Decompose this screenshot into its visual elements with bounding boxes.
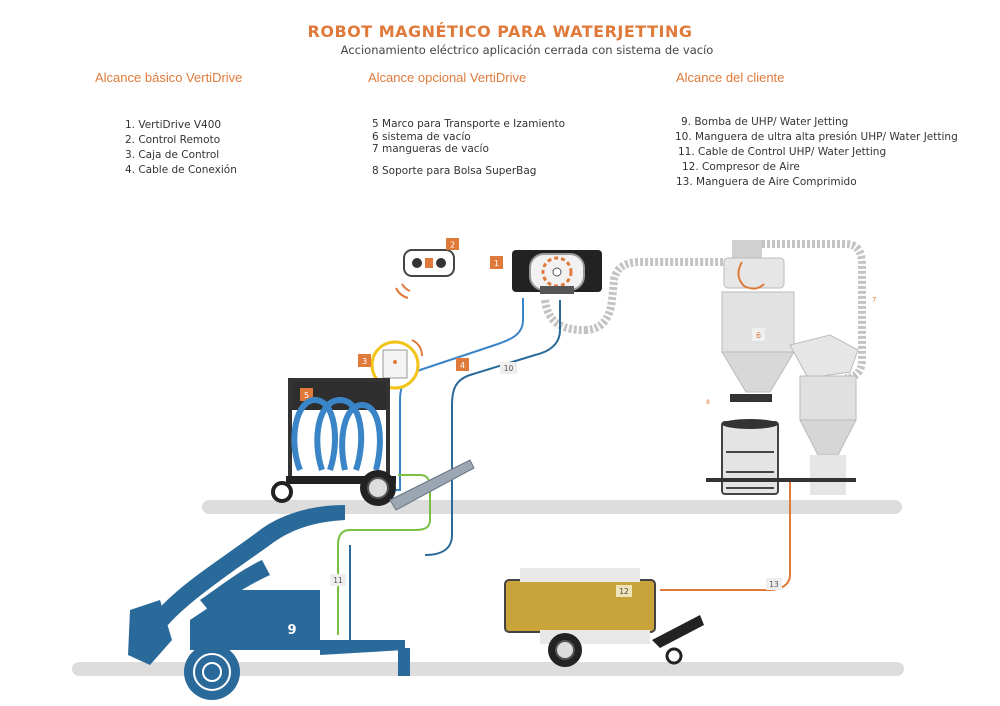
control-box: 3 [358,339,423,395]
list-item: 6 sistema de vacío [372,130,471,143]
tag-11-label: 11 [333,576,343,585]
basic-scope-list: 1. VertiDrive V400 2. Control Remoto 3. … [125,118,237,178]
tag-5-label: 5 [304,391,309,400]
heading-optional-scope: Alcance opcional VertiDrive [368,70,527,85]
tag-3-label: 3 [362,357,367,366]
list-item: 13. Manguera de Aire Comprimido [676,176,857,188]
page-title: ROBOT MAGNÉTICO PARA WATERJETTING [307,22,693,41]
tag-7-label: 7 [872,296,876,304]
tag-10 [500,362,517,374]
list-item: 5 Marco para Transporte e Izamiento [372,118,566,130]
vacuum-hose [584,258,725,334]
tag-11 [330,574,346,586]
page-subtitle: Accionamiento eléctrico aplicación cerra… [340,43,714,57]
list-item: 10. Manguera de ultra alta presión UHP/ … [675,131,958,143]
tag-13 [766,578,782,590]
tag-2-label: 2 [450,241,455,250]
vacuum-system: 6 8 [706,240,859,495]
tag-12-label: 12 [619,587,629,596]
tag-9-label: 9 [287,623,296,638]
tag-10-label: 10 [504,364,514,373]
heading-client-scope: Alcance del cliente [676,70,785,85]
tag-1-label: 1 [494,259,499,268]
remote-control: 2 [395,238,459,299]
tag-6-label: 6 [756,331,761,340]
control-cable [337,474,431,635]
vertidrive-robot: 1 [490,250,602,294]
waterjet-lance [389,459,475,511]
tag-13-label: 13 [769,580,779,589]
list-item: 9. Bomba de UHP/ Water Jetting [681,116,849,128]
transport-frame: 5 [271,378,396,506]
list-item: 7 mangueras de vacío [372,143,489,155]
lower-floor [72,662,904,676]
client-scope-list: 9. Bomba de UHP/ Water Jetting 10. Mangu… [672,115,958,190]
optional-scope-list: 5 Marco para Transporte e Izamiento 6 si… [372,118,565,179]
air-hose [660,480,791,591]
heading-basic-scope: Alcance básico VertiDrive [95,70,243,85]
list-item: 2. Control Remoto [125,134,221,146]
list-item: 8 Soporte para Bolsa SuperBag [372,164,537,177]
list-item: 4. Cable de Conexión [125,164,237,176]
list-item: 1. VertiDrive V400 [125,119,222,131]
list-item: 12. Compresor de Aire [682,161,800,173]
vacuum-hose-segment [541,299,586,334]
uhp-pump: 9 [128,505,410,700]
tag-4-label: 4 [460,361,465,370]
tag-8-label: 8 [706,399,710,406]
air-compressor: 12 [504,568,704,667]
connection-cable [390,298,524,491]
uhp-hose [424,300,561,556]
list-item: 3. Caja de Control [125,149,220,161]
tag-4 [456,358,469,371]
list-item: 11. Cable de Control UHP/ Water Jetting [678,146,887,158]
